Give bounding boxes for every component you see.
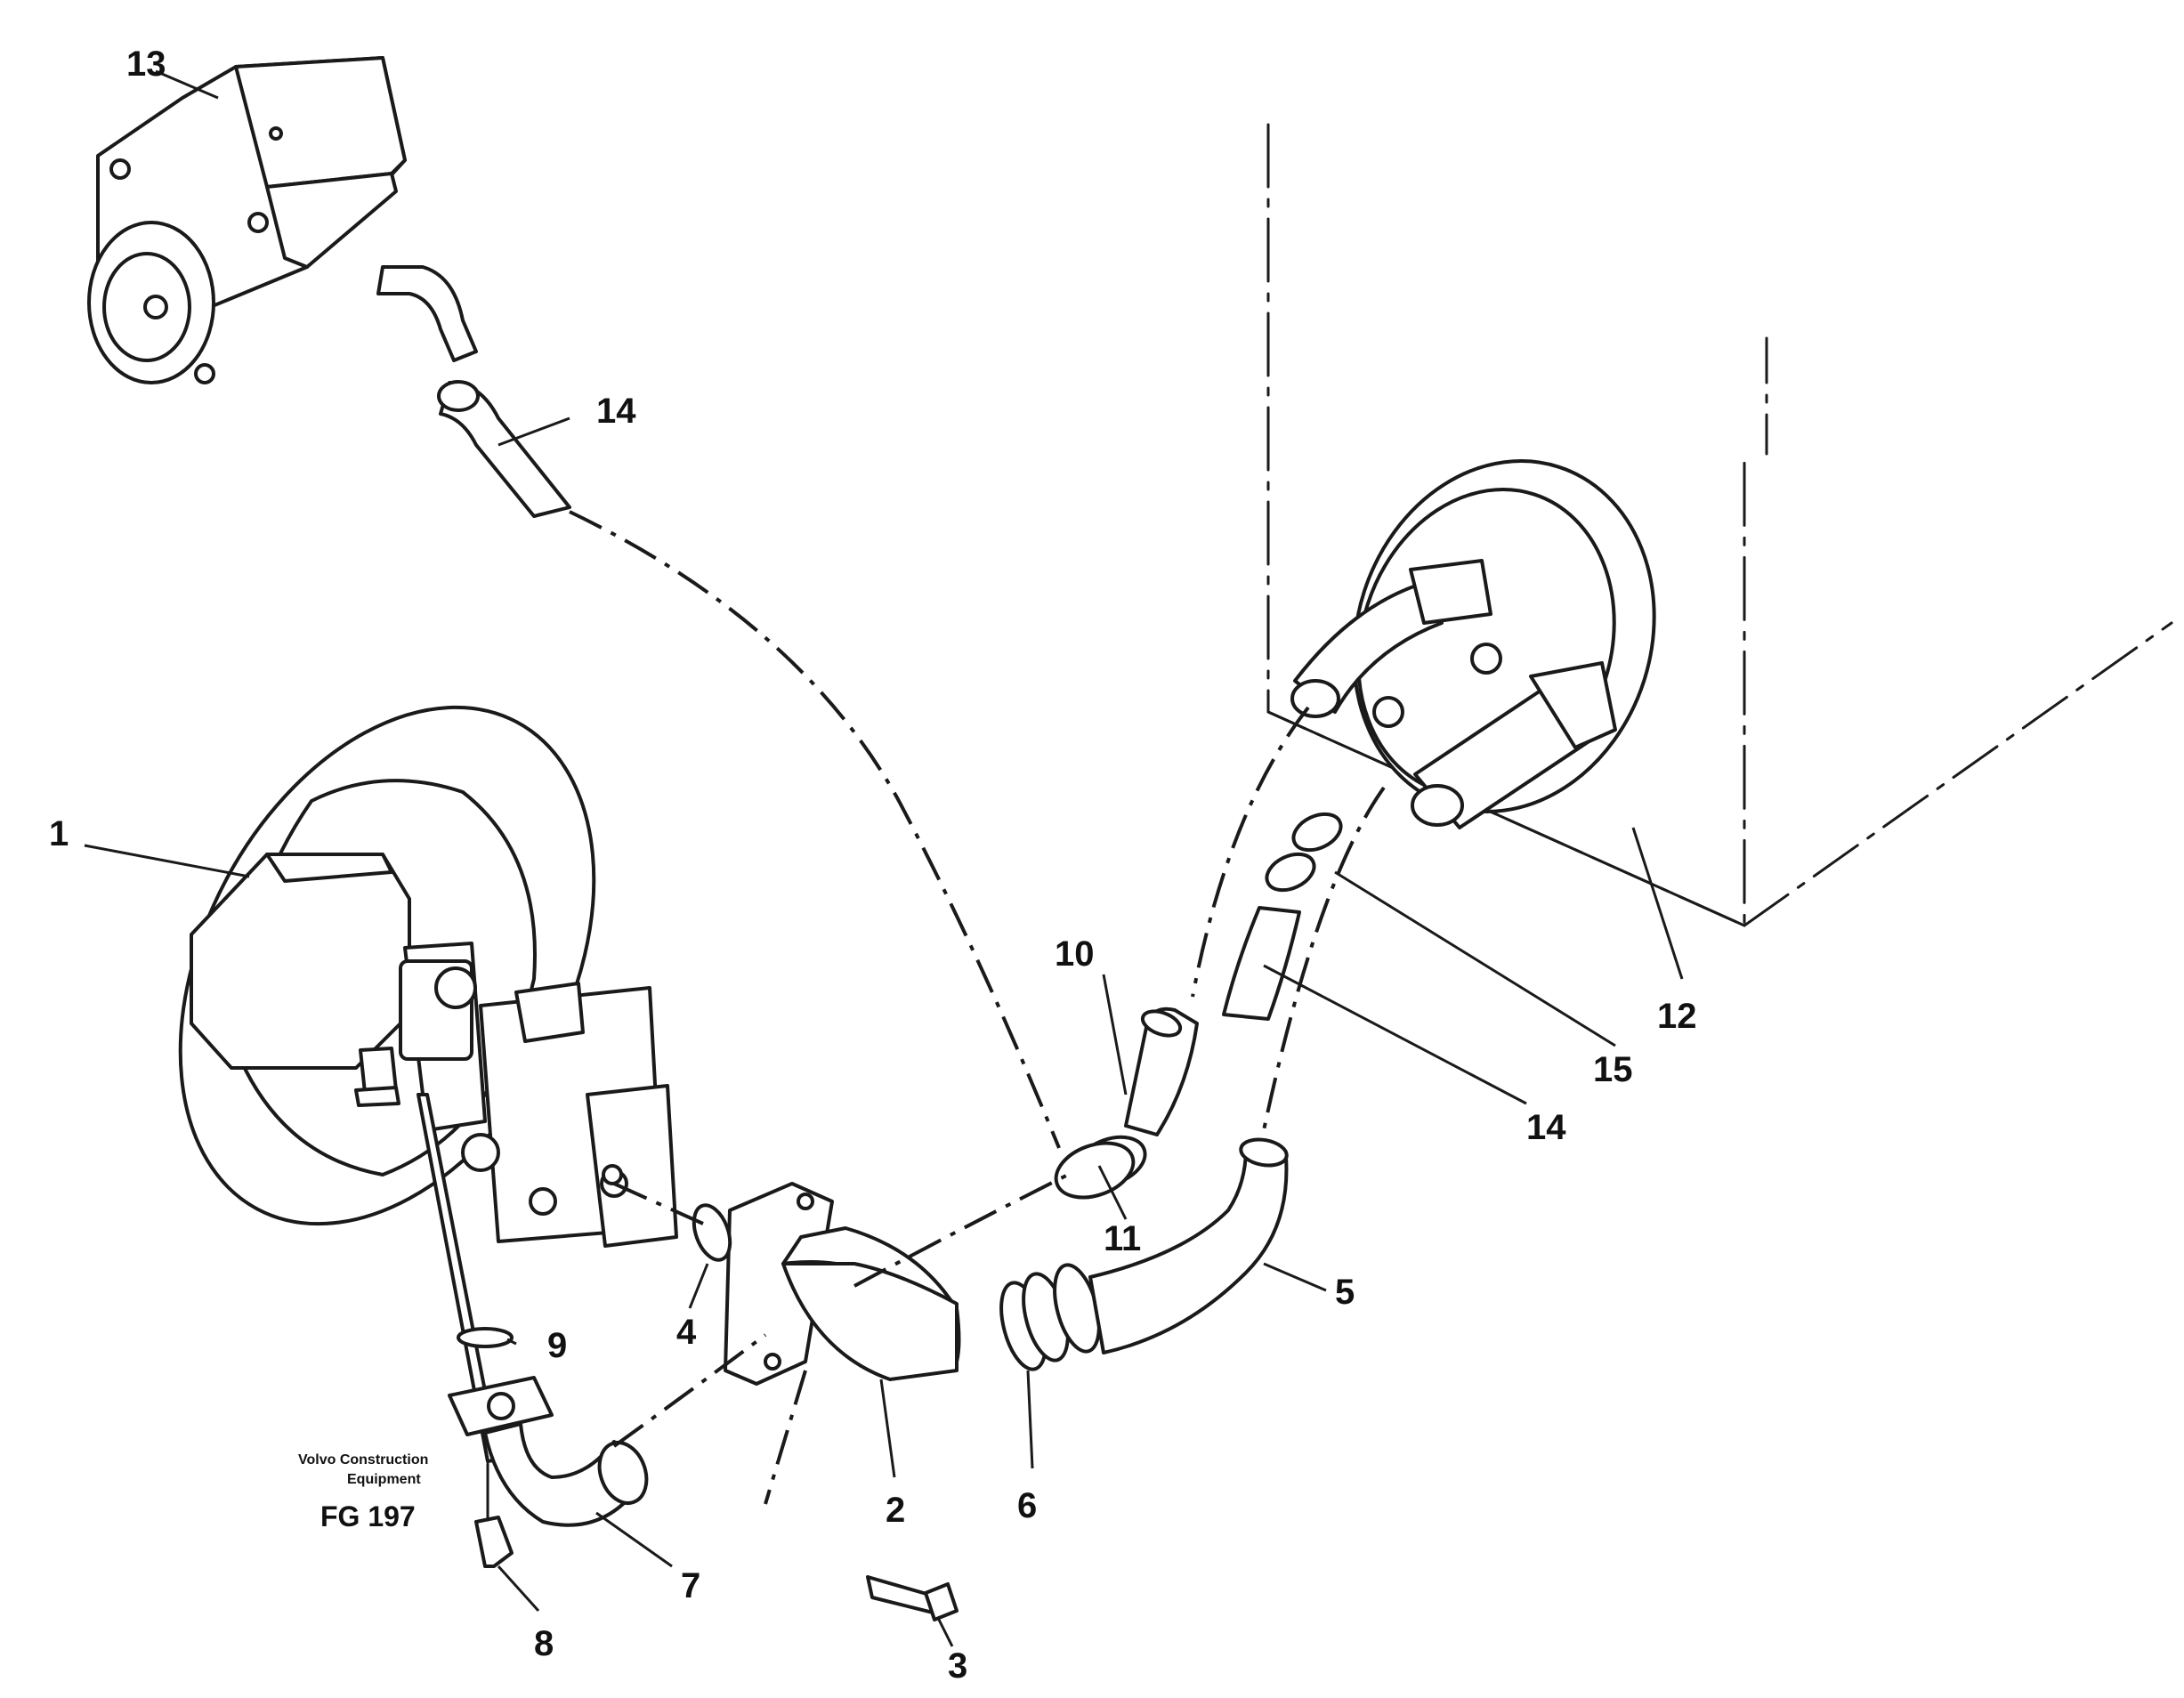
clamp-11 — [1054, 1141, 1136, 1200]
flange-7-bore — [487, 1392, 515, 1420]
route-oring — [613, 1182, 704, 1225]
route-drain — [569, 510, 1061, 1149]
callout-11: 11 — [1104, 1219, 1141, 1258]
hose-14-lower — [1222, 906, 1301, 1021]
hydraulic-tank — [1266, 123, 2173, 928]
elbow-7-end — [597, 1441, 649, 1505]
main-pump-assembly — [178, 705, 678, 1248]
route-pressure — [853, 1173, 1069, 1288]
route-bolt — [764, 1370, 807, 1505]
bolt-3-head — [924, 1582, 959, 1621]
callout-13: 13 — [126, 44, 166, 84]
hose-5-end — [1239, 1137, 1289, 1168]
callout-1: 1 — [49, 814, 69, 853]
callout-12: 12 — [1657, 997, 1697, 1036]
callout-9: 9 — [547, 1326, 567, 1365]
clamp-15b — [1291, 812, 1343, 853]
callout-14-upper: 14 — [596, 392, 636, 431]
flange-2 — [724, 1182, 834, 1386]
callouts: 1 2 3 4 5 6 7 8 9 10 11 12 13 14 14 15 — [49, 44, 1697, 1686]
callout-6: 6 — [1017, 1486, 1037, 1525]
callout-8: 8 — [534, 1624, 554, 1663]
route-suction — [1191, 706, 1310, 998]
gear-pump — [87, 56, 478, 384]
callout-3: 3 — [948, 1646, 967, 1686]
callout-15: 15 — [1593, 1050, 1633, 1089]
hose-10-end — [1140, 1009, 1183, 1038]
route-pump-elbow — [612, 1333, 767, 1448]
bolt-8 — [474, 1516, 514, 1568]
callout-4: 4 — [676, 1313, 697, 1352]
callout-14-lower: 14 — [1526, 1108, 1566, 1147]
hose-5 — [1088, 1146, 1289, 1354]
callout-7: 7 — [681, 1566, 700, 1605]
flange-2-hole-top — [797, 1193, 814, 1210]
hose-14-upper-end — [437, 380, 480, 412]
leader-lines — [84, 69, 1684, 1647]
callout-10: 10 — [1055, 934, 1095, 974]
o-ring-4 — [692, 1203, 732, 1262]
callout-5: 5 — [1335, 1273, 1355, 1312]
flange-2-hole — [764, 1353, 781, 1371]
brand-line-1: Volvo Construction — [298, 1452, 428, 1468]
brand-line-2: Equipment — [347, 1472, 421, 1487]
clamp-15a — [1265, 852, 1316, 893]
figure-code: FG 197 — [320, 1500, 416, 1532]
route-return — [1262, 786, 1386, 1131]
o-ring-9 — [457, 1327, 514, 1348]
callout-2: 2 — [886, 1491, 905, 1530]
